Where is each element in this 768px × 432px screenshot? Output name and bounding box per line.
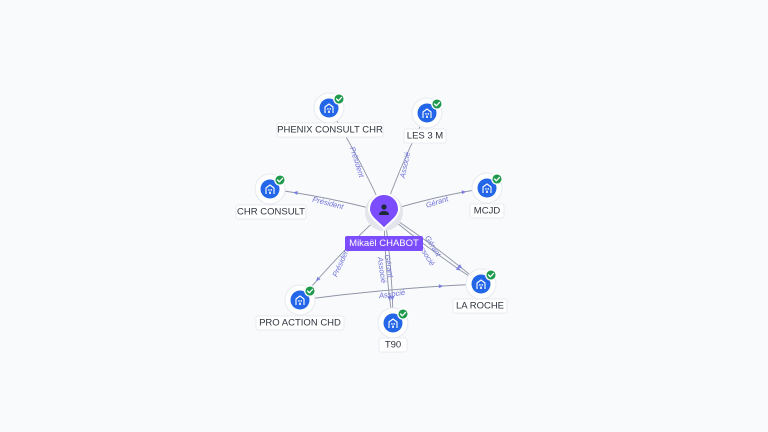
edge-arrow bbox=[316, 276, 321, 282]
edge-arrow bbox=[457, 264, 463, 269]
company-node-pro-action-chd[interactable]: PRO ACTION CHD bbox=[255, 284, 345, 331]
edge-line bbox=[299, 283, 482, 301]
company-node-chr-consult[interactable]: CHR CONSULT bbox=[235, 173, 307, 220]
building-icon bbox=[422, 108, 432, 118]
node-label-box bbox=[469, 203, 505, 219]
person-name: Mikaël CHABOT bbox=[349, 238, 419, 249]
building-icon bbox=[482, 183, 492, 193]
person-node[interactable]: Mikaël CHABOT bbox=[345, 193, 423, 251]
building-icon bbox=[324, 103, 334, 113]
company-name: LA ROCHE bbox=[456, 301, 504, 312]
company-icon-disc bbox=[260, 179, 280, 199]
verified-check-icon bbox=[274, 174, 286, 186]
edge-label: Associé bbox=[377, 288, 405, 301]
edge-label: Président bbox=[348, 146, 367, 180]
node-label-box bbox=[403, 128, 447, 144]
verified-check-icon bbox=[333, 93, 345, 105]
company-name: CHR CONSULT bbox=[237, 207, 305, 218]
company-icon-disc bbox=[417, 103, 437, 123]
edge-label: Associé bbox=[376, 255, 389, 283]
company-node-la-roche[interactable]: LA ROCHE bbox=[452, 268, 508, 314]
company-node-mcjd[interactable]: MCJD bbox=[469, 172, 505, 219]
verified-check-icon bbox=[485, 269, 497, 281]
node-label-box bbox=[452, 298, 508, 314]
company-name: PRO ACTION CHD bbox=[259, 318, 341, 329]
company-name: PHENIX CONSULT CHR bbox=[277, 125, 383, 136]
edge-label: Associé bbox=[398, 151, 412, 180]
company-icon-disc bbox=[290, 290, 310, 310]
edge-label: Gérant bbox=[425, 194, 450, 210]
company-node-t90[interactable]: T90 bbox=[377, 307, 409, 353]
company-name: LES 3 M bbox=[407, 131, 444, 142]
company-icon-disc bbox=[477, 178, 497, 198]
verified-check-icon bbox=[431, 98, 443, 110]
company-name: MCJD bbox=[474, 206, 501, 217]
nodes-layer: PHENIX CONSULT CHR LES 3 M CHR CONSULT MCJD… bbox=[235, 92, 508, 353]
edge-arrow bbox=[438, 284, 444, 289]
verified-check-icon bbox=[397, 308, 409, 320]
person-icon bbox=[379, 204, 389, 215]
company-icon-disc bbox=[471, 274, 491, 294]
node-label-box bbox=[235, 204, 307, 220]
company-icon-disc bbox=[383, 313, 403, 333]
company-node-phenix-consult-chr[interactable]: PHENIX CONSULT CHR bbox=[276, 92, 384, 138]
node-label-box bbox=[276, 122, 384, 138]
company-name: T90 bbox=[385, 340, 401, 351]
building-icon bbox=[476, 279, 486, 289]
edge-arrow bbox=[387, 296, 392, 301]
verified-check-icon bbox=[304, 285, 316, 297]
building-icon bbox=[388, 318, 398, 328]
edge-arrow bbox=[390, 296, 395, 301]
edge-arrow bbox=[461, 190, 467, 195]
edge-pro-action-chd-to-la-roche: Associé bbox=[299, 283, 482, 301]
edge-arrow bbox=[293, 191, 298, 196]
edge-arrow bbox=[455, 266, 461, 271]
company-icon-disc bbox=[319, 98, 339, 118]
verified-check-icon bbox=[491, 173, 503, 185]
building-icon bbox=[295, 295, 305, 305]
building-icon bbox=[265, 184, 275, 194]
person-label-box bbox=[345, 236, 423, 251]
node-label-box bbox=[255, 315, 345, 331]
edge-label: Président bbox=[312, 195, 346, 212]
company-node-les-3-m[interactable]: LES 3 M bbox=[403, 97, 447, 144]
node-label-box bbox=[378, 337, 408, 353]
